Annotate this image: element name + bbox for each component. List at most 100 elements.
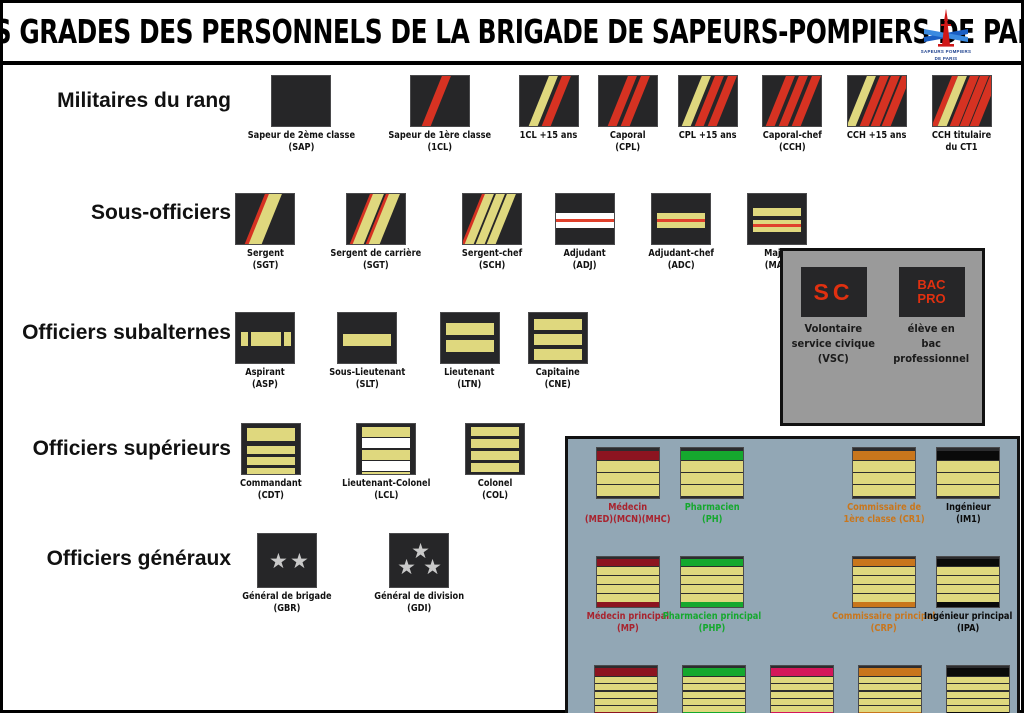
specialist-commissaire-1ere-classe[interactable]: Commissaire de 1ère classe (CR1) — [838, 447, 930, 526]
rank-sergent-de-carriere[interactable]: Sergent de carrière(SGT) — [323, 193, 429, 272]
rank-colonel[interactable]: Colonel(COL) — [465, 423, 526, 502]
bspp-logo: SAPEURS POMPIERS DE PARIS — [909, 7, 983, 63]
page-title: LES GRADES DES PERSONNELS DE LA BRIGADE … — [0, 13, 1024, 51]
insignia-general-de-brigade: ★ ★ — [256, 533, 317, 588]
rank-cpl-plus-15-ans[interactable]: CPL +15 ans — [674, 75, 741, 142]
rank-sapeur-1ere-classe[interactable]: Sapeur de 1ère classe(1CL) — [380, 75, 500, 154]
specialist-label: Ingénieur principal (IPA) — [923, 611, 1013, 634]
rank-1cl-plus-15-ans[interactable]: 1CL +15 ans — [515, 75, 582, 142]
specialist-ingenieur[interactable]: Ingénieur (IM1) — [930, 447, 1006, 526]
specialist-spacer — [754, 556, 838, 635]
rank-label: Lieutenant(LTN) — [444, 367, 495, 390]
specialist-pharmacien-en-chef[interactable]: Pharmacien en chef (PHC) — [670, 665, 758, 713]
insignia-cch-titulaire-ct1 — [931, 75, 992, 127]
specialist-label: Pharmacien principal (PHP) — [662, 611, 762, 634]
insignia-ingenieur-en-chef — [946, 665, 1010, 713]
insignia-medecin-en-chef — [594, 665, 658, 713]
rank-label: Colonel(COL) — [478, 478, 513, 501]
rank-sergent[interactable]: Sergent(SGT) — [235, 193, 295, 272]
rank-lieutenant-colonel[interactable]: Lieutenant-Colonel(LCL) — [335, 423, 438, 502]
insignia-sergent-chef — [461, 193, 522, 245]
vsc-badge-text: SC — [813, 278, 854, 305]
specialist-spacer — [754, 447, 838, 526]
star-icon: ★ — [268, 550, 288, 573]
specialist-row-2: Médecin principal (MP) Pharmacien p — [586, 556, 1017, 635]
rank-caporal[interactable]: Caporal(CPL) — [598, 75, 659, 154]
specialist-medecin-principal[interactable]: Médecin principal (MP) — [586, 556, 670, 635]
rank-commandant[interactable]: Commandant(CDT) — [235, 423, 307, 502]
rank-general-de-brigade[interactable]: ★ ★ Général de brigade(GBR) — [235, 533, 339, 615]
category-label-officiers-subalternes: Officiers subalternes — [22, 321, 231, 344]
specialist-ingenieur-en-chef[interactable]: Ingénieur en chef (ICM1) — [934, 665, 1022, 713]
insignia-veterinaire-en-chef — [770, 665, 834, 713]
rank-lieutenant[interactable]: Lieutenant(LTN) — [439, 312, 500, 391]
program-eleve-bac-professionnel[interactable]: BAC PRO élève en bac professionnel — [891, 267, 973, 366]
insignia-vsc: SC — [800, 267, 867, 317]
insignia-lieutenant-colonel — [356, 423, 417, 475]
rank-label: Lieutenant-Colonel(LCL) — [341, 478, 431, 501]
specialist-commissaire-principal[interactable]: Commissaire principal (CRP) — [832, 556, 936, 635]
star-icon: ★ — [423, 556, 442, 579]
insignia-colonel — [465, 423, 526, 475]
rank-adjudant[interactable]: Adjudant(ADJ) — [554, 193, 615, 272]
insignia-commissaire-1ere-classe — [852, 447, 916, 499]
poster-body: Militaires du rang Sous-officiers Offici… — [3, 65, 1021, 713]
rank-sergent-chef[interactable]: Sergent-chef(SCH) — [457, 193, 527, 272]
rank-label: Général de division(GDI) — [374, 591, 464, 614]
insignia-caporal-chef — [761, 75, 822, 127]
rank-label: Major(MAJ) — [763, 248, 791, 271]
specialist-pharmacien[interactable]: Pharmacien (PH) — [670, 447, 754, 526]
specialist-veterinaire-en-chef[interactable]: Vétérinaire en chef (VEC) — [758, 665, 846, 713]
star-icon: ★ — [397, 556, 416, 579]
specialist-commissaire-en-chef[interactable]: Commissaire en chef (CRC) — [846, 665, 934, 713]
rank-label: CCH +15 ans — [847, 130, 907, 141]
specialist-label: Commissaire de 1ère classe (CR1) — [843, 502, 925, 525]
specialist-medecin[interactable]: Médecin (MED)(MCN)(MHC) — [585, 447, 671, 526]
rank-general-de-division[interactable]: ★ ★ ★ Général de division(GDI) — [367, 533, 471, 615]
specialist-ingenieur-principal[interactable]: Ingénieur principal (IPA) — [924, 556, 1012, 635]
specialist-row-3: Médecin en chef (MC) — [582, 665, 1017, 713]
insignia-commandant — [240, 423, 301, 475]
logo-label: SAPEURS POMPIERS DE PARIS — [920, 49, 972, 61]
rank-label: Sergent(SGT) — [246, 248, 284, 271]
rank-major[interactable]: Major(MAJ) — [747, 193, 808, 272]
rank-label: Aspirant(ASP) — [245, 367, 285, 390]
insignia-caporal — [598, 75, 659, 127]
rank-aspirant[interactable]: Aspirant(ASP) — [235, 312, 295, 391]
rank-label: Caporal(CPL) — [610, 130, 647, 153]
specialist-pharmacien-principal[interactable]: Pharmacien principal (PHP) — [663, 556, 761, 635]
insignia-commissaire-en-chef — [858, 665, 922, 713]
insignia-pharmacien — [680, 447, 744, 499]
bacpro-badge-line2: PRO — [917, 291, 946, 306]
rank-label: CPL +15 ans — [678, 130, 737, 141]
rank-capitaine[interactable]: Capitaine(CNE) — [527, 312, 588, 391]
bacpro-badge-line1: BAC — [917, 277, 946, 292]
rank-cch-plus-15-ans[interactable]: CCH +15 ans — [842, 75, 911, 142]
rank-label: Adjudant-chef(ADC) — [648, 248, 714, 271]
program-volontaire-service-civique[interactable]: SC Volontaire service civique (VSC) — [792, 267, 875, 366]
insignia-sergent-de-carriere — [345, 193, 406, 245]
rank-sapeur-2eme-classe[interactable]: Sapeur de 2ème classe(SAP) — [239, 75, 364, 154]
insignia-bac-pro: BAC PRO — [898, 267, 965, 317]
star-icon: ★ — [289, 550, 309, 573]
insignia-sapeur-2eme-classe — [271, 75, 332, 127]
rank-group-militaires-du-rang: Sapeur de 2ème classe(SAP) Sapeur de 1èr… — [239, 75, 996, 154]
insignia-commissaire-principal — [852, 556, 916, 608]
specialist-medecin-en-chef[interactable]: Médecin en chef (MC) — [582, 665, 670, 713]
rank-label: Commandant(CDT) — [240, 478, 302, 501]
insignia-medecin — [596, 447, 660, 499]
insignia-pharmacien-en-chef — [682, 665, 746, 713]
rank-caporal-chef[interactable]: Caporal-chef(CCH) — [758, 75, 827, 154]
insignia-medecin-principal — [596, 556, 660, 608]
insignia-lieutenant — [439, 312, 500, 364]
insignia-ingenieur — [936, 447, 1000, 499]
rank-adjudant-chef[interactable]: Adjudant-chef(ADC) — [643, 193, 719, 272]
eiffel-tower-icon — [920, 7, 972, 49]
insignia-capitaine — [527, 312, 588, 364]
rank-sous-lieutenant[interactable]: Sous-Lieutenant(SLT) — [323, 312, 412, 391]
insignia-sous-lieutenant — [337, 312, 398, 364]
rank-label: Caporal-chef(CCH) — [762, 130, 822, 153]
